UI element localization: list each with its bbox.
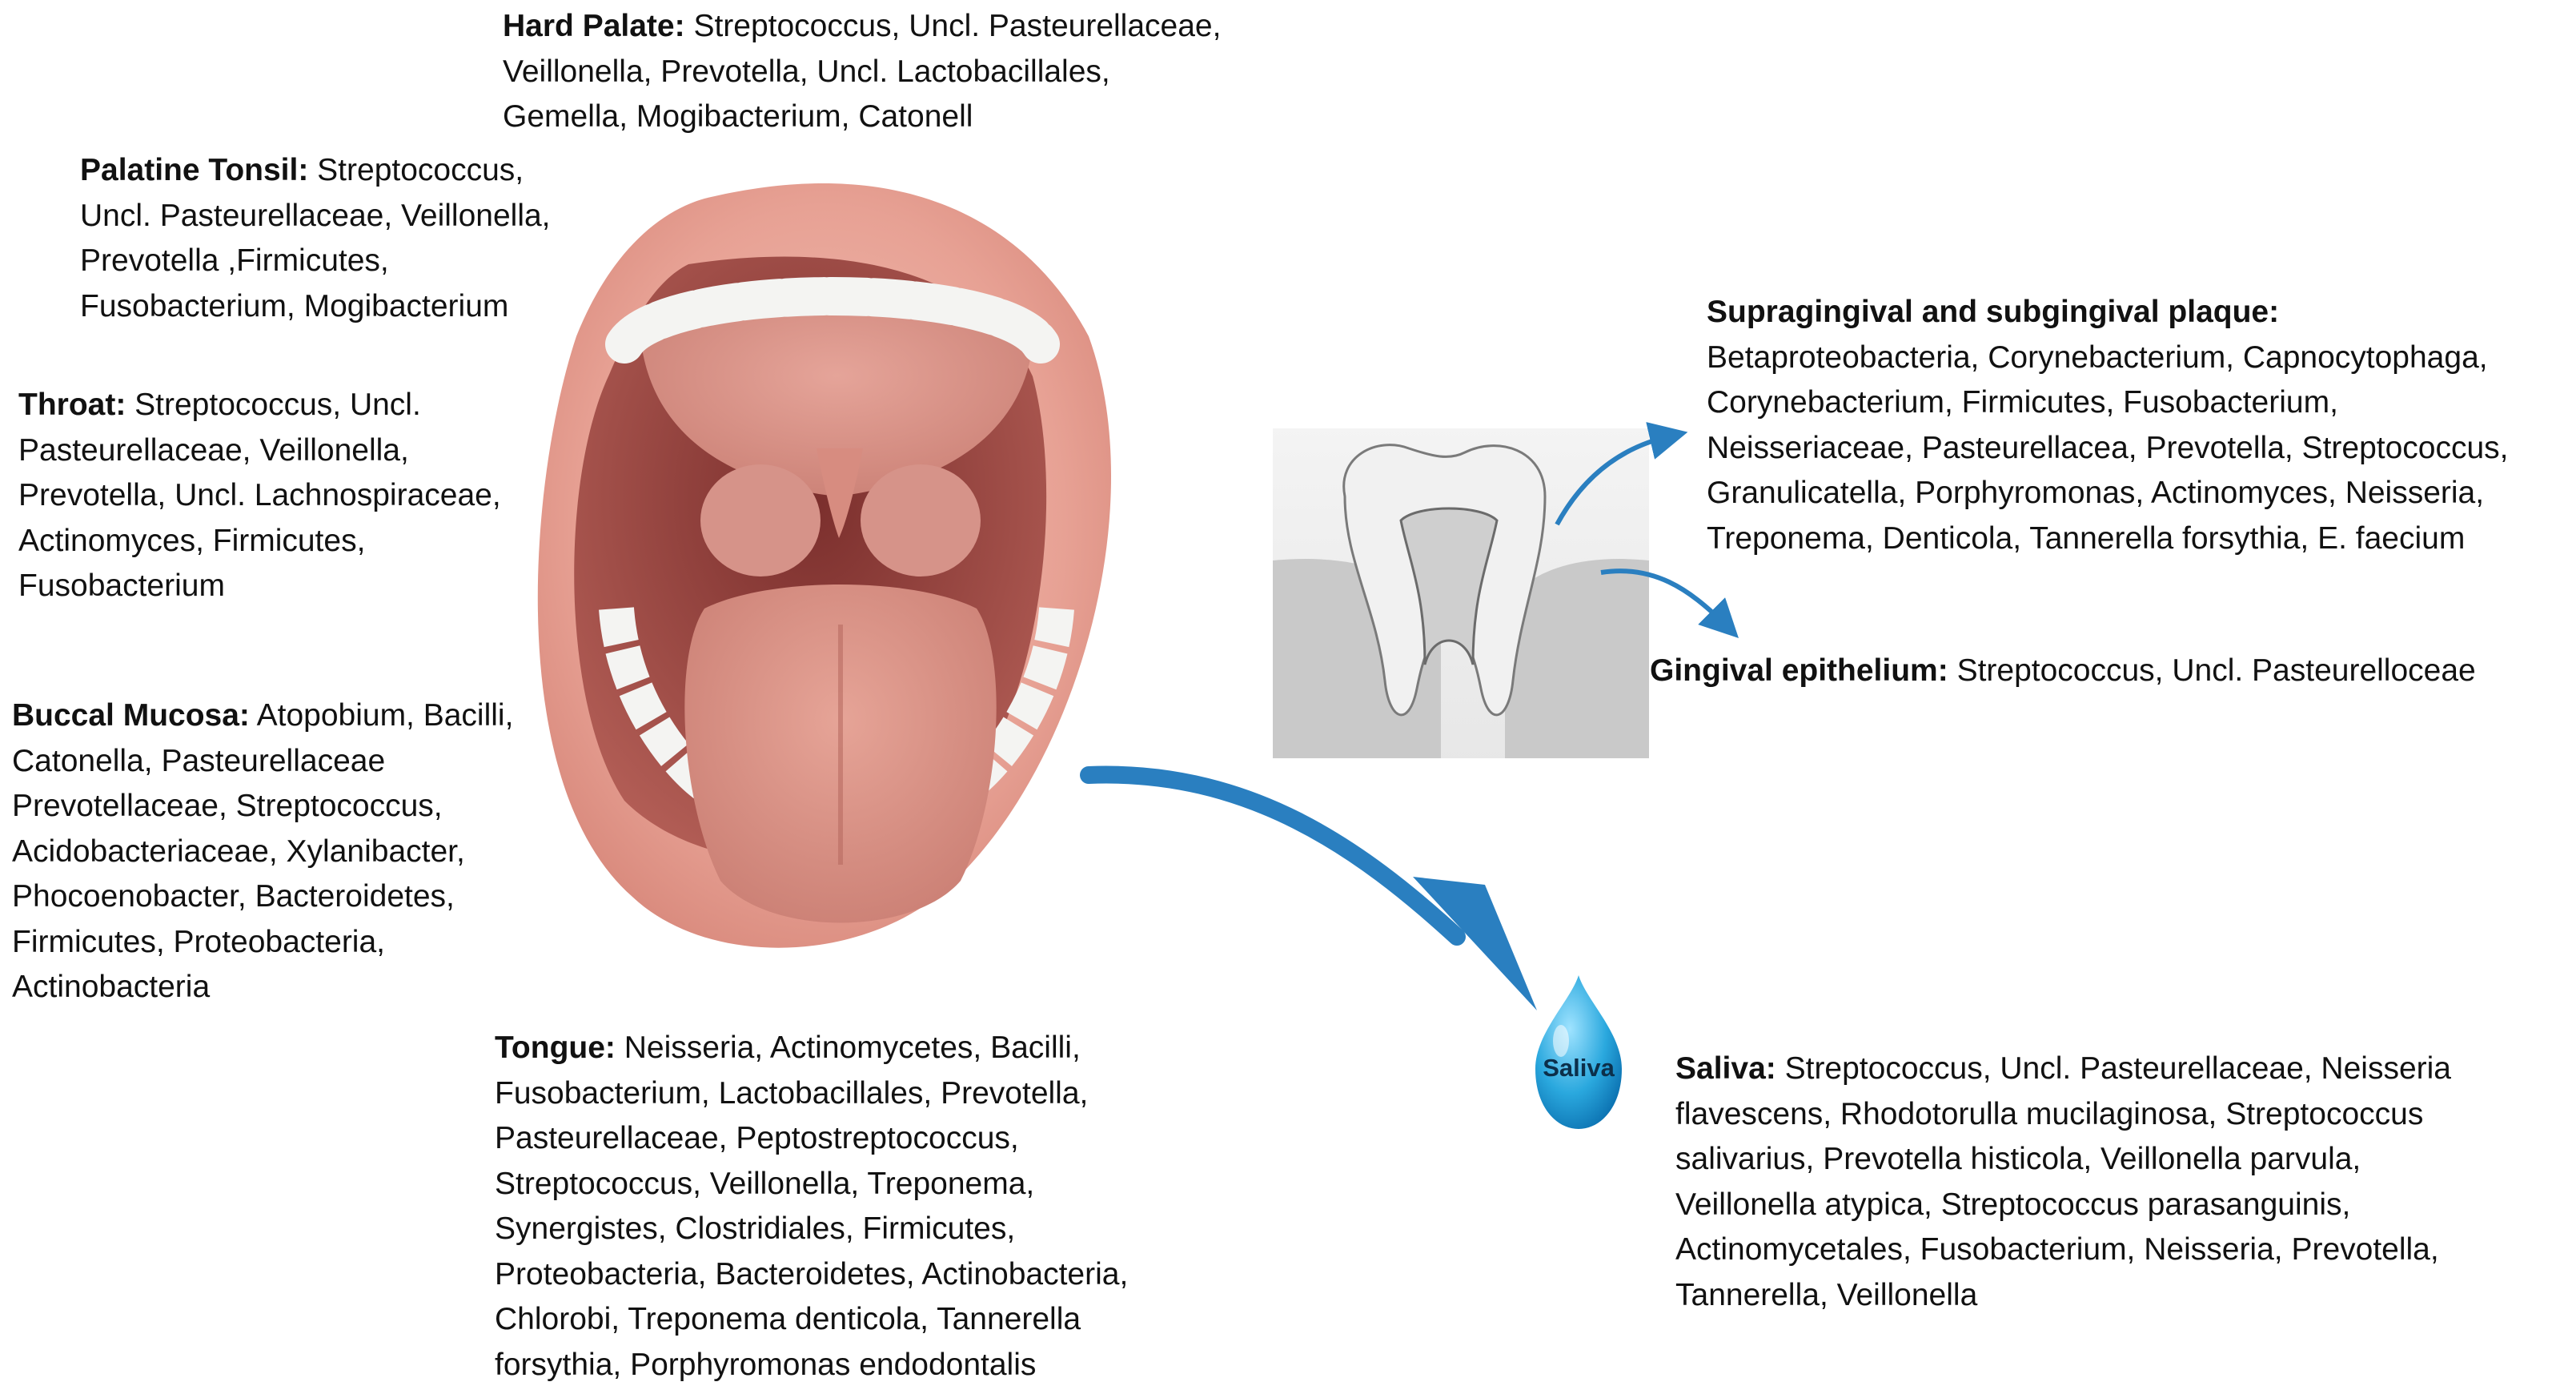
label-line: Synergistes, Clostridiales, Firmicutes, — [495, 1211, 1016, 1246]
label-title: Throat: — [18, 388, 126, 422]
saliva-drop-label: Saliva — [1543, 1054, 1615, 1082]
label-title: Hard Palate: — [503, 9, 685, 43]
label-tongue: Tongue: Neisseria, Actinomycetes, Bacill… — [495, 1026, 1128, 1388]
label-line: Tannerella, Veillonella — [1675, 1277, 1978, 1312]
label-line: Streptococcus, Veillonella, Treponema, — [495, 1166, 1035, 1201]
label-line: Neisseriaceae, Pasteurellacea, Prevotell… — [1707, 430, 2509, 465]
label-line: Neisseria, Actinomycetes, Bacilli, — [624, 1030, 1081, 1065]
label-line: forsythia, Porphyromonas endodontalis — [495, 1347, 1037, 1382]
label-title: Supragingival and subgingival plaque: — [1707, 295, 2280, 329]
label-line: Veillonella, Prevotella, Uncl. Lactobaci… — [503, 54, 1110, 89]
label-hard-palate: Hard Palate: Streptococcus, Uncl. Pasteu… — [503, 4, 1221, 140]
label-line: Actinomyces, Firmicutes, — [18, 523, 366, 558]
label-title: Palatine Tonsil: — [80, 153, 309, 187]
label-saliva: Saliva: Streptococcus, Uncl. Pasteurella… — [1675, 1046, 2451, 1318]
label-line: Pasteurellaceae, Peptostreptococcus, — [495, 1121, 1019, 1155]
saliva-drop-icon — [1535, 975, 1622, 1129]
label-title: Tongue: — [495, 1030, 616, 1065]
label-line: Actinobacteria — [12, 970, 211, 1004]
open-mouth-illustration — [537, 183, 1112, 948]
label-line: Streptococcus, Uncl. — [134, 388, 421, 422]
label-throat: Throat: Streptococcus, Uncl. Pasteurella… — [18, 383, 501, 609]
label-line: Fusobacterium, Mogibacterium — [80, 288, 509, 323]
label-line: Treponema, Denticola, Tannerella forsyth… — [1707, 520, 2466, 556]
label-line: Gemella, Mogibacterium, Catonell — [503, 99, 973, 134]
mouth-to-saliva-arrowhead — [1413, 877, 1537, 1010]
label-line: Fusobacterium, Lactobacillales, Prevotel… — [495, 1075, 1089, 1111]
label-title: Buccal Mucosa: — [12, 698, 250, 733]
label-line: Atopobium, Bacilli, — [256, 698, 514, 733]
label-line: Catonella, Pasteurellaceae — [12, 743, 386, 778]
mouth-to-saliva-arrow — [1080, 765, 1466, 946]
label-line: Corynebacterium, Firmicutes, Fusobacteri… — [1707, 385, 2338, 420]
label-buccal-mucosa: Buccal Mucosa: Atopobium, Bacilli, Caton… — [12, 693, 513, 1010]
label-gingival-epithelium: Gingival epithelium: Streptococcus, Uncl… — [1650, 649, 2476, 694]
label-line: Streptococcus, Uncl. Pasteurellaceae, Ne… — [1784, 1051, 2451, 1086]
label-line: Betaproteobacteria, Corynebacterium, Cap… — [1707, 339, 2488, 375]
label-line: Phocoenobacter, Bacteroidetes, — [12, 879, 455, 914]
label-plaque: Supragingival and subgingival plaque: Be… — [1707, 290, 2509, 561]
label-line: Streptococcus, Uncl. Pasteurelloceae — [1956, 653, 2476, 688]
label-line: flavescens, Rhodotorulla mucilaginosa, S… — [1675, 1096, 2424, 1131]
label-line: Streptococcus, — [317, 153, 524, 187]
label-line: Chlorobi, Treponema denticola, Tannerell… — [495, 1302, 1081, 1336]
label-line: Streptococcus, Uncl. Pasteurellaceae, — [693, 9, 1222, 43]
label-line: Veillonella atypica, Streptococcus paras… — [1675, 1187, 2351, 1222]
label-line: Uncl. Pasteurellaceae, Veillonella, — [80, 198, 551, 233]
label-line: Granulicatella, Porphyromonas, Actinomyc… — [1707, 476, 2485, 510]
label-line: Acidobacteriaceae, Xylanibacter, — [12, 834, 465, 869]
tooth-cross-section-illustration — [1273, 428, 1649, 758]
tooth-to-epithelium-arrow — [1600, 568, 1739, 638]
tooth-to-plaque-arrow — [1555, 422, 1688, 526]
label-title: Saliva: — [1675, 1051, 1776, 1086]
label-line: Fusobacterium — [18, 568, 225, 603]
label-line: Proteobacteria, Bacteroidetes, Actinobac… — [495, 1256, 1129, 1292]
label-line: Prevotella, Uncl. Lachnospiraceae, — [18, 478, 501, 512]
label-line: Prevotella ,Firmicutes, — [80, 243, 389, 278]
label-palatine-tonsil: Palatine Tonsil: Streptococcus, Uncl. Pa… — [80, 148, 551, 329]
label-title: Gingival epithelium: — [1650, 653, 1948, 688]
label-line: Actinomycetales, Fusobacterium, Neisseri… — [1675, 1232, 2439, 1267]
label-line: salivarius, Prevotella histicola, Veillo… — [1675, 1142, 2361, 1176]
label-line: Firmicutes, Proteobacteria, — [12, 924, 386, 959]
label-line: Pasteurellaceae, Veillonella, — [18, 432, 409, 468]
label-line: Prevotellaceae, Streptococcus, — [12, 789, 443, 823]
